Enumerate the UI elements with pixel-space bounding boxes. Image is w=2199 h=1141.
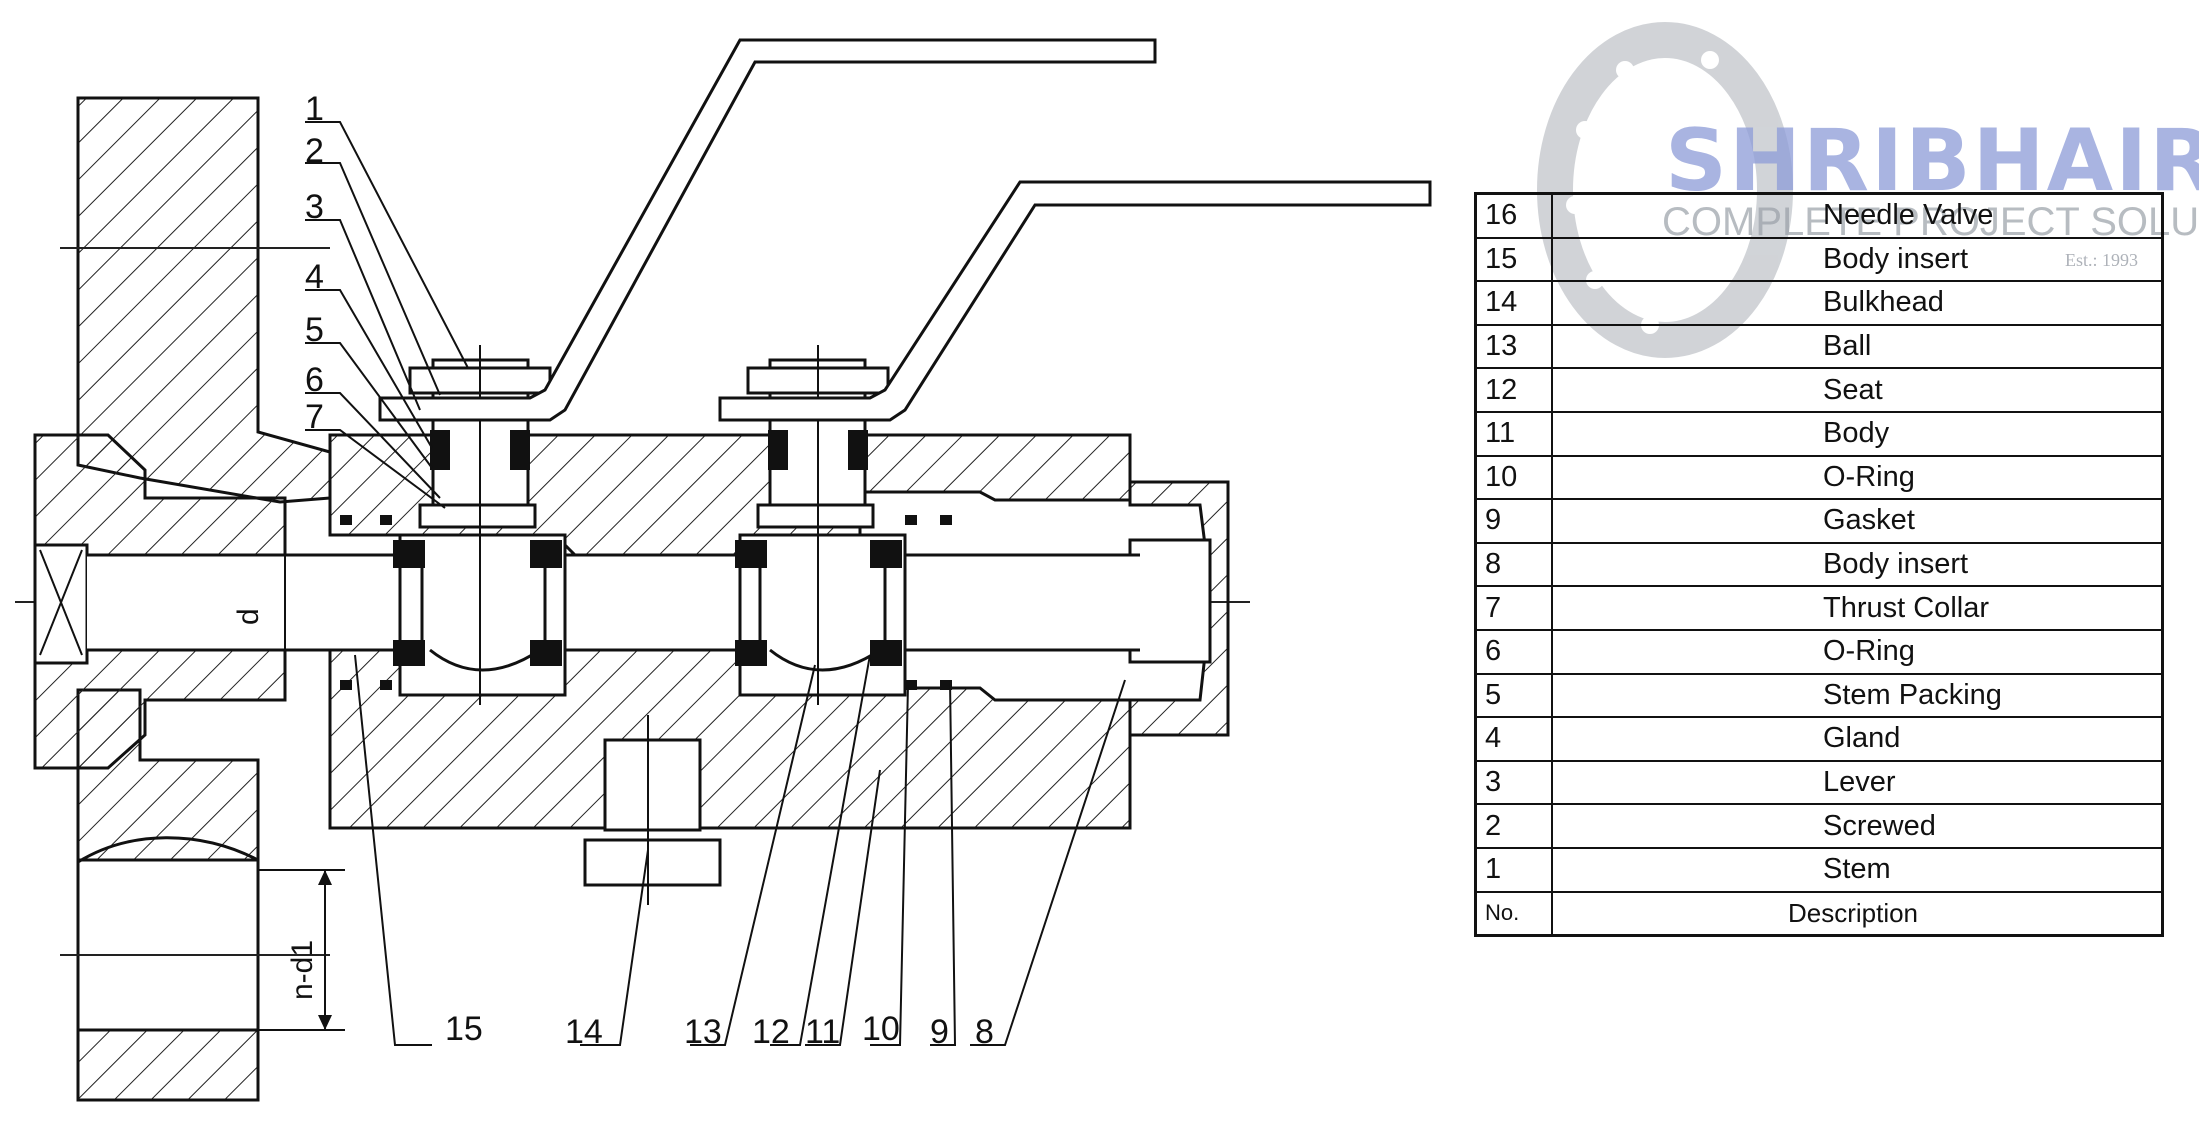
callout-2: 2 bbox=[305, 132, 324, 170]
leader-lines bbox=[305, 121, 1126, 1046]
dimension-d: d bbox=[232, 535, 286, 670]
callout-8: 8 bbox=[975, 1013, 994, 1051]
part-number: 8 bbox=[1474, 541, 1553, 588]
dimension-n-d1: n-d1 bbox=[258, 869, 345, 1031]
body-insert-right bbox=[1128, 480, 1230, 737]
part-description: Stem bbox=[1551, 846, 2164, 893]
part-description: O-Ring bbox=[1551, 454, 2164, 501]
part-description: Gasket bbox=[1551, 498, 2164, 544]
part-description: Ball bbox=[1551, 323, 2164, 370]
dimension-n-d1-label: n-d1 bbox=[286, 940, 319, 1000]
part-description: Screwed bbox=[1551, 803, 2164, 849]
stem-right bbox=[718, 180, 1432, 705]
callout-labels: 1 2 3 4 5 6 7 8 9 10 11 12 13 14 15 bbox=[305, 90, 994, 1051]
callout-9: 9 bbox=[930, 1013, 949, 1051]
table-header-row: No. Description bbox=[1474, 890, 2164, 937]
part-number: 4 bbox=[1474, 716, 1553, 762]
part-number: 10 bbox=[1474, 454, 1553, 501]
callout-11: 11 bbox=[805, 1013, 840, 1051]
header-description: Description bbox=[1551, 890, 2164, 937]
callout-12: 12 bbox=[752, 1013, 790, 1051]
part-number: 9 bbox=[1474, 498, 1553, 544]
part-description: O-Ring bbox=[1551, 628, 2164, 675]
stem-left bbox=[378, 38, 1157, 705]
part-number: 11 bbox=[1474, 410, 1553, 457]
ball-left bbox=[393, 533, 567, 697]
part-description: Stem Packing bbox=[1551, 672, 2164, 719]
part-description: Lever bbox=[1551, 759, 2164, 806]
part-description: Thrust Collar bbox=[1551, 585, 2164, 631]
callout-4: 4 bbox=[305, 258, 324, 296]
part-number: 3 bbox=[1474, 759, 1553, 806]
callout-10: 10 bbox=[862, 1010, 900, 1048]
bulkhead bbox=[583, 715, 722, 905]
part-number: 1 bbox=[1474, 846, 1553, 893]
o-rings bbox=[340, 515, 952, 690]
callout-14: 14 bbox=[565, 1013, 603, 1051]
part-number: 7 bbox=[1474, 585, 1553, 631]
callout-13: 13 bbox=[684, 1013, 722, 1051]
callout-1: 1 bbox=[305, 90, 324, 128]
part-description: Gland bbox=[1551, 716, 2164, 762]
callout-3: 3 bbox=[305, 188, 324, 226]
dimension-d-label: d bbox=[232, 608, 265, 625]
part-number: 13 bbox=[1474, 323, 1553, 370]
part-number: 12 bbox=[1474, 367, 1553, 413]
part-number: 2 bbox=[1474, 803, 1553, 849]
part-description: Body insert bbox=[1551, 541, 2164, 588]
body-insert-left bbox=[33, 433, 287, 770]
part-description: Needle Valve bbox=[1551, 192, 2164, 239]
part-description: Seat bbox=[1551, 367, 2164, 413]
part-number: 15 bbox=[1474, 236, 1553, 283]
part-description: Bulkhead bbox=[1551, 280, 2164, 326]
callout-6: 6 bbox=[305, 361, 324, 399]
callout-15: 15 bbox=[445, 1010, 483, 1048]
header-no: No. bbox=[1474, 890, 1553, 937]
flange bbox=[60, 96, 332, 1102]
callout-7: 7 bbox=[305, 398, 324, 436]
part-description: Body bbox=[1551, 410, 2164, 457]
part-number: 6 bbox=[1474, 628, 1553, 675]
part-description: Body insert bbox=[1551, 236, 2164, 283]
part-number: 16 bbox=[1474, 192, 1553, 239]
callout-5: 5 bbox=[305, 311, 324, 349]
part-number: 5 bbox=[1474, 672, 1553, 719]
part-number: 14 bbox=[1474, 280, 1553, 326]
ball-right bbox=[735, 533, 907, 697]
